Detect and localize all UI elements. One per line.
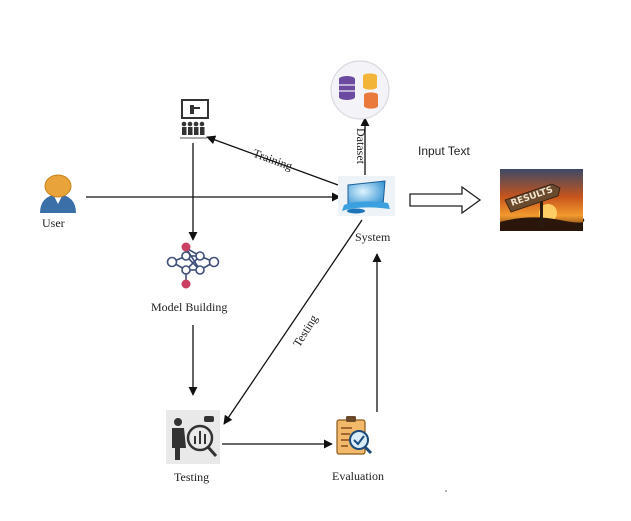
edge-system-testing	[223, 219, 363, 425]
clipboard-check-icon	[336, 416, 373, 455]
computer-icon	[338, 176, 395, 216]
analysis-icon	[166, 410, 220, 464]
edge-system-training	[206, 135, 339, 186]
hollow-arrow-icon	[409, 185, 482, 215]
neural-network-icon	[166, 242, 220, 289]
user-icon	[40, 174, 76, 213]
input-text-label: Input Text	[418, 144, 470, 158]
database-icon	[330, 60, 390, 120]
evaluation-label: Evaluation	[332, 469, 384, 483]
testing-label: Testing	[174, 470, 210, 484]
presentation-icon	[180, 99, 209, 139]
dataset-edge-label: Dataset	[354, 128, 368, 164]
results-signpost-icon: RESULTS	[500, 169, 585, 231]
stray-dot	[445, 490, 447, 492]
model-building-label: Model Building	[151, 300, 228, 314]
user-label: User	[42, 216, 65, 230]
system-label: System	[355, 230, 391, 244]
edges	[86, 117, 382, 449]
